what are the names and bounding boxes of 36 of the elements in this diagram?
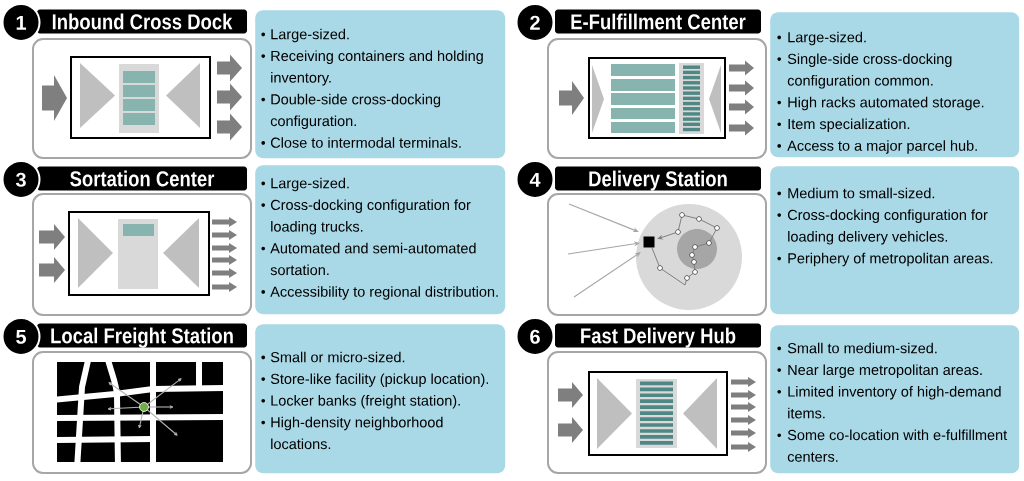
bullet-text: Accessibility to regional distribution. (270, 286, 498, 300)
bullet-text: Automated and semi-automated sortation. (270, 242, 476, 276)
info-box (255, 165, 506, 315)
bullet-text: Large-sized. (788, 31, 866, 46)
bullet-text: Some co-location with e-fulfillment centers. (787, 429, 1008, 462)
bullet-text: Small to medium-sized. (787, 342, 937, 354)
bullet-text: Limited inventory of high-demand items. (788, 386, 1001, 419)
info-box (770, 325, 1020, 474)
bullet-text: Periphery of metropolitan areas. (788, 252, 993, 267)
bullet-text: Locker banks (freight station). (271, 395, 460, 409)
number-badge: 5 (1, 317, 41, 356)
number-badge: 1 (1, 3, 41, 42)
bullet-text: Receiving containers and holding inventory. (271, 50, 483, 86)
bullet-text: Cross-docking configuration for loading trucks. (270, 199, 471, 235)
bullet-text: High racks automated storage. (788, 96, 984, 111)
bullet-text: Close to intermodal terminals. (270, 137, 461, 148)
info-box (770, 166, 1020, 315)
bullet-text: Double-side cross-docking configuration. (270, 93, 441, 129)
number-badge: 6 (515, 317, 555, 356)
info-box (255, 324, 506, 474)
bullet-text: Large-sized. (271, 28, 349, 43)
bullet-text: Store-like facility (pickup location). (270, 373, 489, 387)
bullet-text: Large-sized. (271, 177, 349, 192)
bullet-text: Near large metropolitan areas. (788, 364, 982, 378)
bullet-text: Small or micro-sized. (270, 351, 405, 363)
bullet-text: Medium to small-sized. (788, 187, 935, 199)
number-badge: 2 (515, 3, 555, 42)
bullet-text: Item specialization. (788, 118, 910, 132)
info-box (770, 12, 1020, 158)
bullet-text: Access to a major parcel hub. (787, 140, 977, 154)
bullet-text: High-density neighborhood locations. (271, 416, 443, 450)
info-box (255, 10, 506, 159)
bullet-text: Single-side cross-docking configuration common. (787, 53, 952, 89)
number-badge: 4 (515, 160, 555, 199)
bullet-text: Cross-docking configuration for loading delivery vehicles. (787, 209, 988, 245)
number-badge: 3 (1, 160, 41, 199)
